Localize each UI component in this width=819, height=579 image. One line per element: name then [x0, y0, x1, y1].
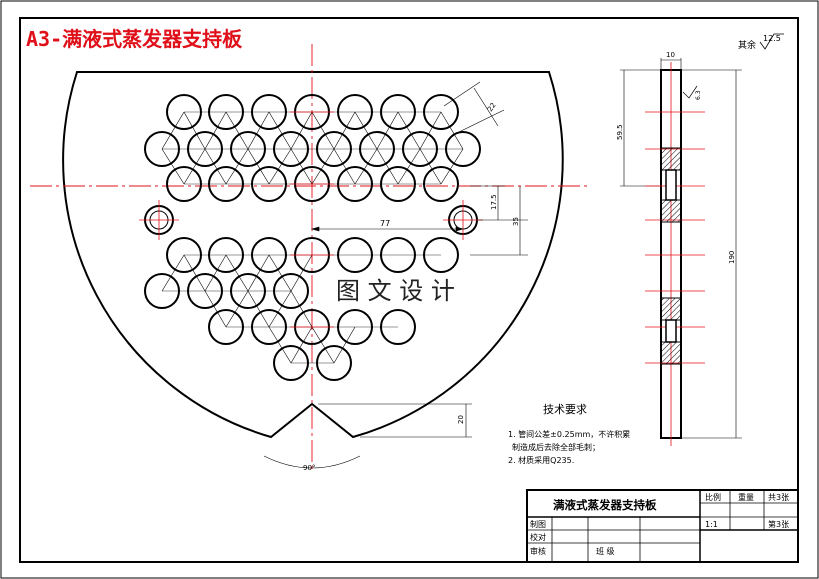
tube-hole — [251, 237, 287, 273]
tube-hole — [273, 345, 309, 381]
tech-line-3: 2. 材质采用Q235. — [508, 455, 574, 465]
tube-hole — [251, 309, 287, 345]
tube-hole — [337, 309, 373, 345]
tech-heading: 技术要求 — [543, 403, 587, 416]
tube-hole — [423, 237, 459, 273]
roughness-symbol: 其余 12.5 — [738, 33, 784, 51]
title-block — [526, 489, 799, 563]
tube-hole — [423, 94, 459, 130]
tube-hole — [445, 131, 481, 167]
drawing-title: A3-满液式蒸发器支持板 — [26, 27, 243, 51]
tube-hole — [337, 237, 373, 273]
tube-hole — [359, 131, 395, 167]
tube-hole — [251, 94, 287, 130]
notch-angle-text: 90° — [303, 464, 315, 472]
side-190-text: 190 — [728, 251, 736, 264]
tech-line-2: 制造成后去除全部毛刺； — [512, 442, 600, 452]
tube-hole — [402, 131, 438, 167]
side-view: 10 6.3 59.5 190 — [616, 51, 742, 446]
roughness-label: 其余 — [738, 39, 756, 51]
notch-depth-text: 20 — [457, 415, 465, 424]
tube-hole — [273, 131, 309, 167]
title-block-weight-label: 重量 — [738, 492, 754, 502]
rod-hole-right — [443, 200, 483, 240]
front-view: 77 17.5 35 22 20 90° — [30, 44, 590, 472]
title-block-total: 共3张 — [768, 493, 789, 502]
side-roughness-text: 6.3 — [695, 90, 702, 100]
tube-hole — [380, 94, 416, 130]
tube-hole — [144, 131, 180, 167]
dim-35-text: 35 — [512, 217, 520, 226]
tube-hole — [208, 309, 244, 345]
dimension-77 — [310, 226, 465, 232]
tube-hole — [208, 237, 244, 273]
title-block-scale-label: 比例 — [705, 492, 721, 502]
tube-hole — [316, 345, 352, 381]
tube-hole — [166, 166, 202, 202]
tube-hole — [187, 131, 223, 167]
dimension-vertical — [470, 185, 528, 256]
tube-hole — [230, 273, 266, 309]
tube-hole — [380, 166, 416, 202]
tube-hole — [423, 166, 459, 202]
tube-hole — [208, 94, 244, 130]
title-block-sheet-no: 第3张 — [768, 519, 789, 529]
dimension-22 — [443, 81, 505, 133]
title-block-review: 审核 — [530, 546, 546, 556]
title-block-check: 校对 — [530, 532, 546, 542]
tube-hole — [380, 237, 416, 273]
tube-hole — [166, 237, 202, 273]
dim-77-text: 77 — [380, 219, 390, 228]
side-thickness-text: 10 — [666, 51, 675, 59]
tube-hole — [337, 94, 373, 130]
title-block-scale-value: 1:1 — [705, 520, 718, 529]
tube-hole — [187, 273, 223, 309]
roughness-value: 12.5 — [763, 34, 781, 43]
tube-hole — [337, 166, 373, 202]
dim-17-5-text: 17.5 — [490, 194, 498, 210]
tech-line-1: 1. 管间公差±0.25mm，不许积累 — [508, 429, 630, 439]
tube-hole — [251, 166, 287, 202]
tube-hole — [144, 273, 180, 309]
side-sections — [660, 147, 682, 365]
tube-hole — [230, 131, 266, 167]
title-block-part-name: 满液式蒸发器支持板 — [553, 498, 657, 512]
tube-hole — [316, 131, 352, 167]
tube-hole — [166, 94, 202, 130]
plate-outline — [62, 71, 564, 439]
watermark-text: 图 文 设 计 — [336, 277, 455, 305]
side-59-5-text: 59.5 — [616, 124, 624, 140]
tech-requirements: 技术要求 1. 管间公差±0.25mm，不许积累 制造成后去除全部毛刺； 2. … — [508, 403, 630, 465]
dim-22-text: 22 — [486, 101, 498, 113]
notch-dims — [263, 403, 472, 469]
inner-border — [19, 17, 799, 563]
tube-hole — [208, 166, 244, 202]
side-centerlines — [645, 62, 705, 446]
tube-pitch-lines — [161, 111, 464, 364]
rod-hole-left — [139, 200, 179, 240]
title-block-draw: 制图 — [530, 519, 546, 529]
tube-hole — [380, 309, 416, 345]
tube-holes — [144, 94, 481, 381]
title-block-class: 班 级 — [596, 546, 615, 556]
tube-hole — [273, 273, 309, 309]
